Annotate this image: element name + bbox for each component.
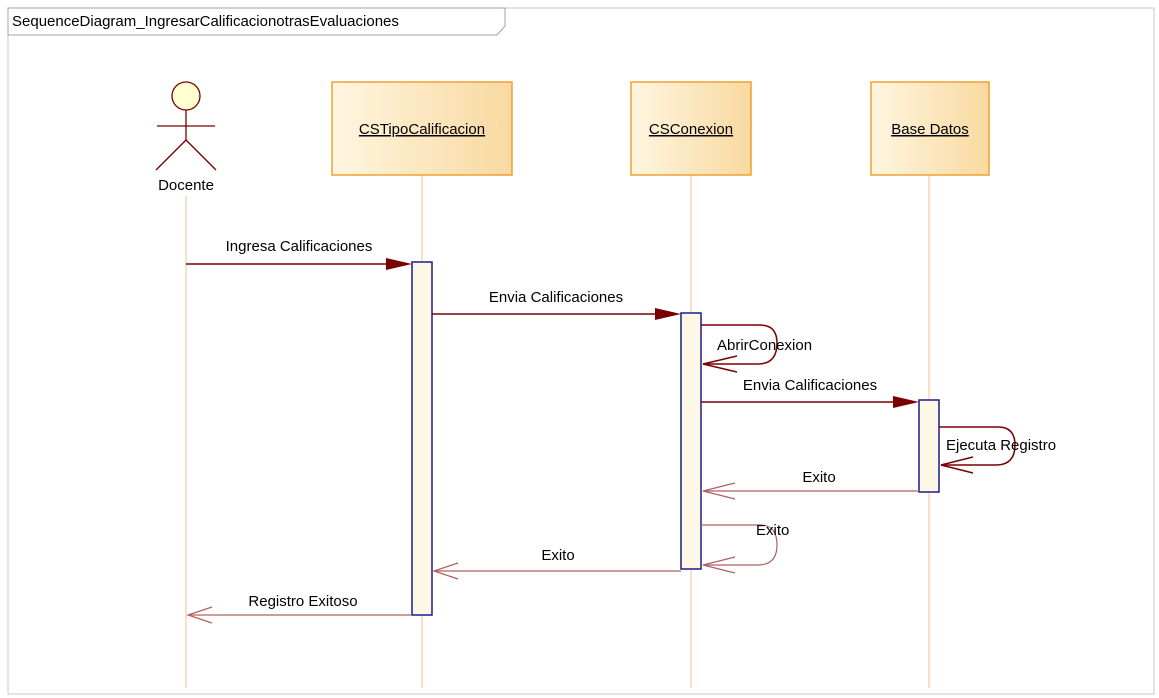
message-registro-exitoso[interactable]: Registro Exitoso xyxy=(186,593,412,624)
object-name: CSTipoCalificacion xyxy=(359,121,485,138)
object-name: CSConexion xyxy=(649,121,733,138)
message-label: Exito xyxy=(541,547,574,564)
message-label: Exito xyxy=(756,522,789,539)
object-box xyxy=(331,81,513,176)
arrowhead-open xyxy=(940,456,974,474)
arrowhead-open xyxy=(702,355,738,373)
arrowhead-open xyxy=(186,606,213,624)
arrowhead-open xyxy=(702,482,736,500)
actor-right-leg xyxy=(185,139,217,171)
message-exito-3[interactable]: Exito xyxy=(432,547,681,580)
activation-cstipocalificacion xyxy=(411,261,433,616)
message-ejecuta-registro[interactable]: Ejecuta Registro xyxy=(939,426,1056,474)
actor-left-leg xyxy=(155,139,187,171)
arrowhead-open xyxy=(432,562,459,580)
actor-docente[interactable]: Docente xyxy=(155,81,217,194)
self-call-loop xyxy=(939,426,1016,466)
message-envia-calificaciones-2[interactable]: Envia Calificaciones xyxy=(701,377,919,408)
message-label: Ingresa Calificaciones xyxy=(226,238,373,255)
object-box xyxy=(630,81,752,176)
object-name: Base Datos xyxy=(891,121,969,138)
activation-base-datos xyxy=(918,399,940,493)
message-label: Envia Calificaciones xyxy=(743,377,877,394)
activation-csconexion xyxy=(680,312,702,570)
message-label: AbrirConexion xyxy=(717,337,812,354)
message-ingresa-calificaciones[interactable]: Ingresa Calificaciones xyxy=(186,238,412,270)
message-exito-2[interactable]: Exito xyxy=(701,522,789,574)
arrowhead-filled xyxy=(655,308,681,320)
actor-head xyxy=(171,81,201,111)
frame-title: SequenceDiagram_IngresarCalificacionotra… xyxy=(12,13,399,30)
diagram-frame xyxy=(7,7,1155,695)
arrowhead-open xyxy=(702,556,736,574)
self-call-loop xyxy=(701,324,778,365)
arrowhead-filled xyxy=(893,396,919,408)
frame-title-tab xyxy=(7,7,506,36)
message-label: Registro Exitoso xyxy=(248,593,357,610)
object-csconexion[interactable]: CSConexion xyxy=(630,81,752,176)
message-label: Exito xyxy=(802,469,835,486)
object-cstipocalificacion[interactable]: CSTipoCalificacion xyxy=(331,81,513,176)
self-return-loop xyxy=(701,524,778,566)
message-envia-calificaciones-1[interactable]: Envia Calificaciones xyxy=(432,289,681,320)
message-label: Envia Calificaciones xyxy=(489,289,623,306)
object-box xyxy=(870,81,990,176)
object-base-datos[interactable]: Base Datos xyxy=(870,81,990,176)
message-label: Ejecuta Registro xyxy=(946,437,1056,454)
message-exito-1[interactable]: Exito xyxy=(702,469,919,500)
message-abrir-conexion[interactable]: AbrirConexion xyxy=(701,324,812,373)
arrowhead-filled xyxy=(386,258,412,270)
actor-name: Docente xyxy=(158,177,214,194)
